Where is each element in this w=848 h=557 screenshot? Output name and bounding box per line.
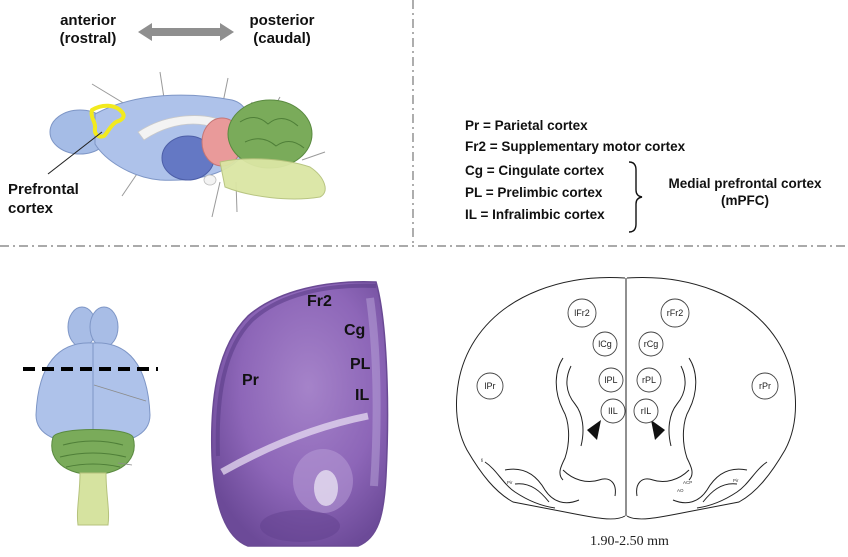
posterior-label: posterior (caudal) (249, 12, 315, 47)
atlas-label-lpr: lPr (485, 381, 496, 391)
prefrontal-cortex-label: Prefrontal cortex (8, 181, 79, 217)
legend-item-il: IL = Infralimbic cortex (465, 207, 605, 222)
atlas-label-rcg: rCg (644, 339, 659, 349)
nissl-label-il: IL (355, 387, 370, 404)
nissl-label-pr: Pr (242, 372, 259, 389)
left-ventricle-mark (587, 420, 601, 440)
atlas-label-lfr2: lFr2 (574, 308, 590, 318)
dorsal-brain-diagram (23, 306, 158, 526)
atlas-coronal-diagram: lFr2 rFr2 lCg rCg lPL rPL lIL rIL lPr rP… (456, 277, 796, 520)
atlas-label-lcg: lCg (598, 339, 612, 349)
atlas-label-rpr: rPr (759, 381, 771, 391)
atlas-small-label-pir-left: Pir (507, 480, 513, 485)
nissl-label-pl: PL (350, 356, 371, 373)
atlas-label-lpl: lPL (604, 375, 617, 385)
legend-item-cg: Cg = Cingulate cortex (465, 163, 605, 178)
legend-item-fr2: Fr2 = Supplementary motor cortex (465, 139, 686, 154)
prefrontal-highlight (89, 103, 126, 139)
sagittal-brain-diagram (47, 71, 326, 218)
double-arrow-icon (138, 23, 234, 41)
mpfc-group-label: Medial prefrontal cortex (mPFC) (668, 176, 822, 208)
nissl-section-image (210, 281, 389, 547)
right-ventricle-mark (651, 420, 665, 440)
atlas-small-label-ao: AO (677, 488, 684, 493)
atlas-small-label-pir-right: Pir (733, 478, 739, 483)
atlas-small-label-acp: ACP (683, 480, 692, 485)
anterior-label: anterior (rostral) (59, 12, 117, 47)
atlas-small-label-fi: fi (481, 458, 483, 463)
atlas-label-lil: lIL (608, 406, 618, 416)
atlas-label-rpl: rPL (642, 375, 656, 385)
nissl-label-cg: Cg (344, 322, 366, 339)
nissl-label-fr2: Fr2 (307, 293, 332, 310)
legend-item-pr: Pr = Parietal cortex (465, 118, 588, 133)
mpfc-brace (628, 161, 643, 233)
atlas-label-rfr2: rFr2 (667, 308, 684, 318)
atlas-label-ril: rIL (641, 406, 652, 416)
legend-item-pl: PL = Prelimbic cortex (465, 185, 603, 200)
atlas-caption: 1.90-2.50 mm (590, 534, 669, 549)
